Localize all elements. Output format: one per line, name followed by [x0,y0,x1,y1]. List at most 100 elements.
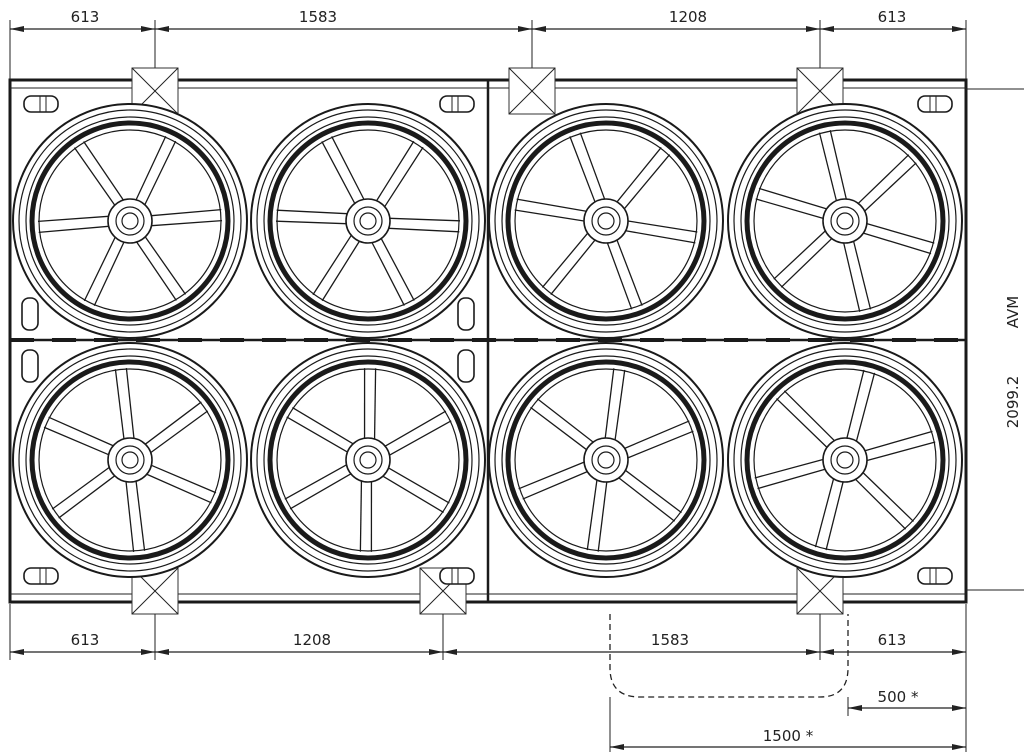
fan-blade [125,481,135,552]
support-foot [508,67,556,115]
fan-blade [855,372,876,442]
fan-blade [114,369,125,439]
fan-blade [135,135,167,201]
fan-blade [136,241,177,301]
fan-blade [289,473,352,510]
fan-blade [151,208,222,217]
fan-blade [623,154,671,210]
bottom-dim-3: 1583 [651,631,689,649]
fan-blade [83,141,124,201]
fan-hub [583,437,629,483]
fan-unit [250,342,486,578]
fan-blade [825,481,844,551]
fan-blade [151,464,217,494]
lifting-lug-icon [23,95,59,113]
bottom-dim-2: 1208 [293,631,331,649]
fan-blade [58,475,116,519]
fan-blade [146,473,212,504]
fan-blade [382,475,444,513]
lifting-lug-icon [917,567,953,585]
fan-blade [150,410,209,454]
fan-blade [550,239,596,296]
fan-array [12,103,963,578]
fan-blade [780,238,833,288]
fan-blade [43,426,109,456]
fan-blade [514,209,585,222]
clearance-500: 500 * [878,688,919,706]
fan-blade [814,478,835,548]
fan-blade [73,147,116,206]
fan-blade [373,368,377,440]
lifting-lugs [21,95,953,585]
fan-blade [292,407,354,445]
fan-blade [863,232,932,255]
fan-blade [604,368,615,439]
fan-blade [389,217,461,222]
fan-unit [727,103,963,339]
lifting-lug-icon [917,95,953,113]
fan-blade [125,368,135,439]
fan-blade [843,242,861,312]
fan-unit [250,103,486,339]
fan-blade [389,420,452,456]
fan-blade [857,154,910,204]
fan-blade [276,209,348,215]
fan-blade [321,240,360,302]
fan-blade [864,430,933,452]
fan-blade [359,480,363,552]
fan-blade [862,472,914,522]
fan-unit [12,103,248,339]
fan-blade [586,479,598,551]
fan-blade [866,223,935,244]
fan-blade [37,215,109,223]
fan-blade [284,464,347,500]
fan-blade [755,198,824,219]
fan-blade [536,398,594,443]
top-dim-3: 1208 [669,8,707,26]
side-dimension: AVM 2099.2 [966,88,1024,591]
top-dim-1: 613 [71,8,100,26]
top-dimension-chain: 613 1583 1208 613 [9,8,967,80]
bottom-dim-1: 613 [71,631,100,649]
top-dim-4: 613 [878,8,907,26]
fan-blade [38,225,109,234]
fan-blade [93,241,125,307]
bottom-dimension-chain: 613 1208 1583 613 [9,604,967,752]
fan-blade [144,140,177,206]
fan-blade [852,241,872,310]
fan-blade [616,146,662,203]
fan-blade [376,140,415,202]
fan-blade [516,198,587,212]
fan-blade [51,466,110,510]
fan-blade [614,369,626,441]
service-clearance: 500 * 1500 * [609,614,966,752]
fan-blade [773,230,826,280]
fan-hub [822,437,868,483]
fan-blade [144,401,202,445]
fan-blade [541,232,589,288]
fan-hub [822,198,868,244]
fan-blade [597,481,608,552]
fan-blade [618,477,676,522]
side-dim-height: 2099.2 [1004,376,1022,429]
fan-unit [488,342,724,578]
fan-blade [818,132,838,201]
fan-blade [83,236,116,302]
clearance-1500: 1500 * [763,727,814,745]
top-dim-2: 1583 [299,8,337,26]
fan-blade [384,410,447,447]
fan-hub [583,198,629,244]
fan-blade [624,420,690,449]
fan-blade [616,239,643,306]
fan-blade [864,162,917,212]
fan-blade [151,219,223,227]
fan-blade [144,236,187,295]
lifting-lug-icon [21,297,475,383]
fan-blade [783,390,835,442]
fan-hub [107,437,153,483]
fan-blade [275,220,347,225]
fan-blade [625,469,682,514]
fan-blade [866,441,936,462]
fan-blade [627,430,694,459]
